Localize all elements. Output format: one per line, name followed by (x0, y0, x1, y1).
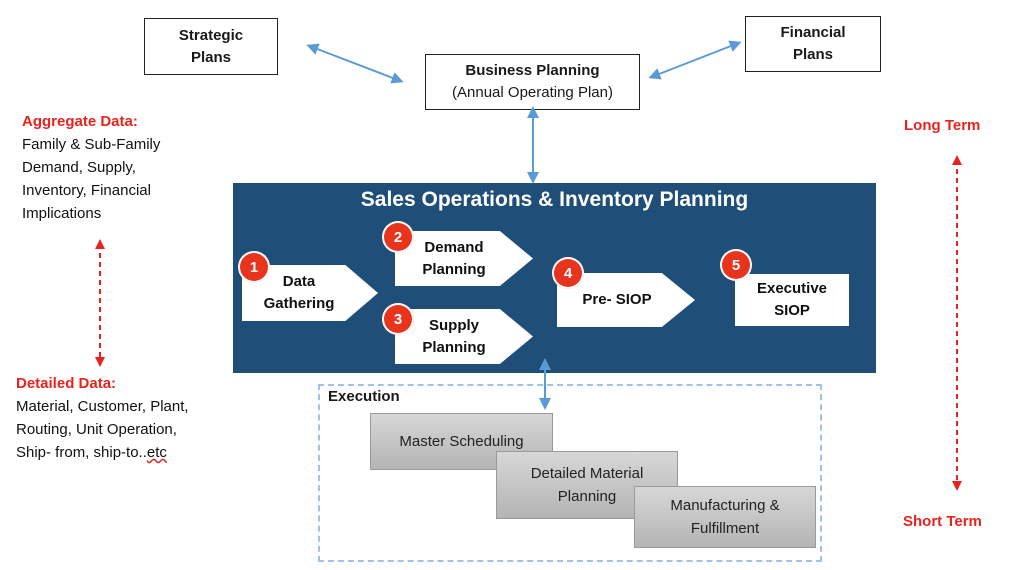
step-number-badge: 3 (382, 303, 414, 335)
step-number-badge: 2 (382, 221, 414, 253)
strategic-plans-line-1: Strategic (178, 26, 244, 44)
step-label: Gathering (263, 295, 335, 312)
siop-title: Sales Operations & Inventory Planning (360, 188, 749, 211)
step-label: Planning (422, 338, 486, 356)
aggregate-line: Inventory, Financial (22, 182, 151, 199)
arrow-financial-business (648, 40, 742, 80)
siop-panel: Sales Operations & Inventory Planning Da… (233, 183, 876, 373)
detailed-data-block: Detailed Data: Material, Customer, Plant… (16, 372, 189, 464)
step-label: Supply (428, 316, 479, 334)
aggregate-line: Family & Sub-Family (22, 136, 161, 153)
step-number-badge: 1 (238, 251, 270, 283)
strategic-plans-line-2: Plans (190, 48, 231, 66)
business-planning-subtitle: (Annual Operating Plan) (452, 84, 613, 101)
detailed-line: Material, Customer, Plant, (16, 398, 189, 415)
detailed-line: Ship- from, ship-to..etc (16, 441, 189, 464)
financial-plans-box: Financial Plans (745, 16, 881, 72)
step-number-badge: 4 (552, 257, 584, 289)
detailed-material-planning-label: Planning (557, 488, 617, 505)
financial-plans-line-1: Financial (780, 24, 846, 41)
execution-label: Execution (328, 388, 400, 405)
aggregate-line: Demand, Supply, (22, 159, 136, 176)
step-label: Data (282, 273, 316, 290)
aggregate-data-block: Aggregate Data: Family & Sub-Family Dema… (22, 110, 160, 225)
execution-area: Execution (318, 384, 822, 562)
strategic-plans-box: Strategic Plans (144, 18, 278, 75)
manufacturing-fulfillment-label: Manufacturing & (670, 497, 780, 514)
financial-plans-line-2: Plans (792, 46, 834, 63)
business-planning-box: Business Planning (Annual Operating Plan… (425, 54, 640, 110)
step-demand-planning: Demand Planning (395, 231, 533, 286)
step-label: Pre- SIOP (582, 291, 652, 308)
aggregate-data-title: Aggregate Data: (22, 113, 138, 130)
step-label: Planning (422, 260, 486, 278)
detailed-material-planning-label: Detailed Material (530, 465, 644, 482)
detailed-line-text: Ship- from, ship-to.. (16, 444, 147, 461)
step-executive-siop: Executive SIOP (735, 274, 849, 326)
arrow-strategic-business (306, 43, 404, 84)
step-number-badge: 5 (720, 249, 752, 281)
step-supply-planning: Supply Planning (395, 309, 533, 364)
detailed-data-title: Detailed Data: (16, 375, 117, 392)
short-term-label: Short Term (903, 513, 982, 530)
step-label: SIOP (774, 302, 810, 319)
business-planning-title: Business Planning (465, 62, 600, 79)
manufacturing-fulfillment-label: Fulfillment (690, 520, 760, 537)
step-label: Demand (424, 238, 484, 256)
detailed-line: Routing, Unit Operation, (16, 421, 177, 438)
step-label: Executive (756, 280, 828, 297)
master-scheduling-label: Master Scheduling (399, 433, 524, 450)
manufacturing-fulfillment-box: Manufacturing & Fulfillment (634, 486, 816, 548)
long-term-label: Long Term (904, 117, 981, 134)
detailed-line-etc: etc (146, 444, 167, 461)
aggregate-line: Implications (22, 205, 102, 222)
